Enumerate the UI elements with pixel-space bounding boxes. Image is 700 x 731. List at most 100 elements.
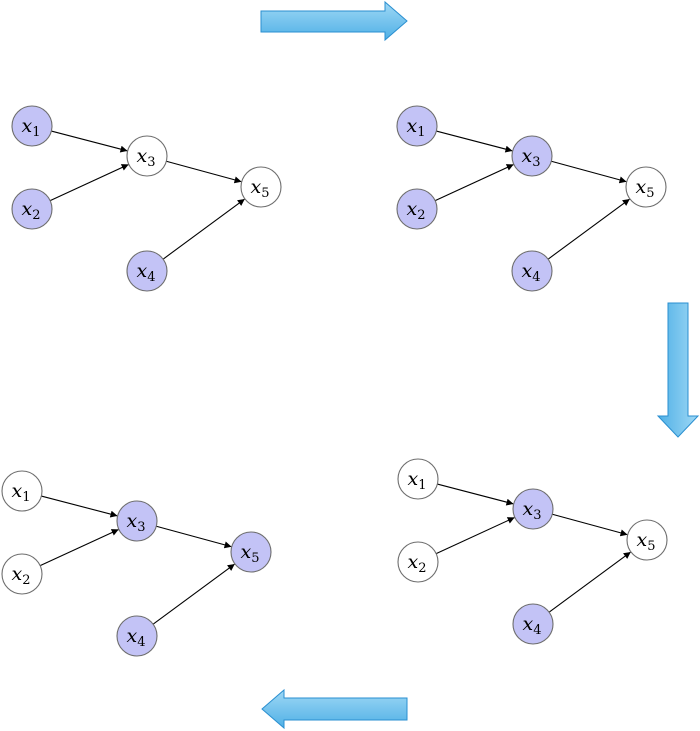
node-circle-shaded [230,531,272,573]
node-label-base: x [127,510,138,532]
edge-x3-x5 [166,160,242,184]
node-label-subscript: 4 [533,623,541,638]
node-label-subscript: 5 [647,539,655,554]
node-label: x3 [523,498,542,523]
node-x2: x2 [1,553,43,595]
flow-arrow-top [260,0,408,42]
node-circle-shaded [11,188,53,230]
node-label-base: x [12,480,23,502]
node-label: x4 [522,260,541,285]
node-label: x3 [127,510,146,535]
node-label-base: x [522,145,533,167]
node-label-subscript: 3 [532,155,540,170]
node-label-base: x [137,145,148,167]
node-label-subscript: 1 [32,125,40,140]
edge-x2-x3 [39,529,119,567]
node-circle-shaded [11,105,53,147]
node-label-subscript: 3 [533,508,541,523]
node-label-subscript: 5 [261,186,269,201]
node-x5: x5 [625,166,667,208]
edge-x2-x3 [435,517,515,555]
node-x4: x4 [126,250,168,292]
node-label: x3 [522,145,541,170]
node-circle-shaded [511,135,553,177]
node-label-subscript: 4 [532,270,540,285]
node-label: x1 [408,468,427,493]
edge-x4-x5 [547,198,630,260]
node-x2: x2 [396,188,438,230]
edge-x3-x5 [552,513,628,537]
node-circle-shaded [512,603,554,645]
node-circle-shaded [116,500,158,542]
node-circle-shaded [116,615,158,657]
node-label-base: x [22,115,33,137]
node-label-base: x [251,176,262,198]
node-label-base: x [127,625,138,647]
node-x3: x3 [512,488,554,530]
node-x4: x4 [116,615,158,657]
node-circle-unshaded [1,470,43,512]
node-label-base: x [22,198,33,220]
node-label: x2 [12,563,31,588]
node-label-base: x [12,563,23,585]
node-label-subscript: 1 [22,490,30,505]
node-label-base: x [407,115,418,137]
node-circle-unshaded [397,541,439,583]
node-label: x5 [636,176,655,201]
node-label: x1 [407,115,426,140]
node-x2: x2 [11,188,53,230]
node-x4: x4 [511,250,553,292]
node-label: x1 [12,480,31,505]
node-label-subscript: 1 [417,125,425,140]
node-circle-shaded [126,250,168,292]
node-circle-unshaded [126,135,168,177]
node-x2: x2 [397,541,439,583]
node-x3: x3 [511,135,553,177]
node-label: x1 [22,115,41,140]
node-x1: x1 [396,105,438,147]
node-label-base: x [241,541,252,563]
node-label-base: x [523,613,534,635]
node-circle-unshaded [625,166,667,208]
node-label-subscript: 3 [137,520,145,535]
node-circle-unshaded [1,553,43,595]
edge-x1-x3 [41,495,118,518]
node-label-subscript: 5 [646,186,654,201]
node-label-base: x [522,260,533,282]
node-x3: x3 [116,500,158,542]
node-x1: x1 [11,105,53,147]
node-label-subscript: 3 [147,155,155,170]
edge-x1-x3 [436,130,513,153]
node-label-subscript: 1 [418,478,426,493]
node-label: x2 [408,551,427,576]
node-x5: x5 [230,531,272,573]
node-label-base: x [407,198,418,220]
flow-arrow-right [656,302,700,438]
node-circle-shaded [396,188,438,230]
node-label-subscript: 4 [137,635,145,650]
node-label: x3 [137,145,156,170]
node-x5: x5 [626,519,668,561]
node-circle-shaded [512,488,554,530]
edge-x4-x5 [548,551,631,613]
node-circle-unshaded [397,458,439,500]
node-x4: x4 [512,603,554,645]
node-label: x4 [523,613,542,638]
node-label-subscript: 5 [251,551,259,566]
edge-x3-x5 [156,525,232,549]
node-label: x5 [251,176,270,201]
edge-x2-x3 [49,164,129,202]
node-label-base: x [523,498,534,520]
edge-x1-x3 [51,130,128,153]
edge-x2-x3 [434,164,514,202]
node-label-base: x [408,551,419,573]
flow-arrow-bottom [261,688,408,730]
edge-x1-x3 [437,483,514,506]
edge-x4-x5 [162,198,245,260]
node-circle-shaded [511,250,553,292]
node-label-subscript: 2 [417,208,425,223]
node-circle-unshaded [626,519,668,561]
